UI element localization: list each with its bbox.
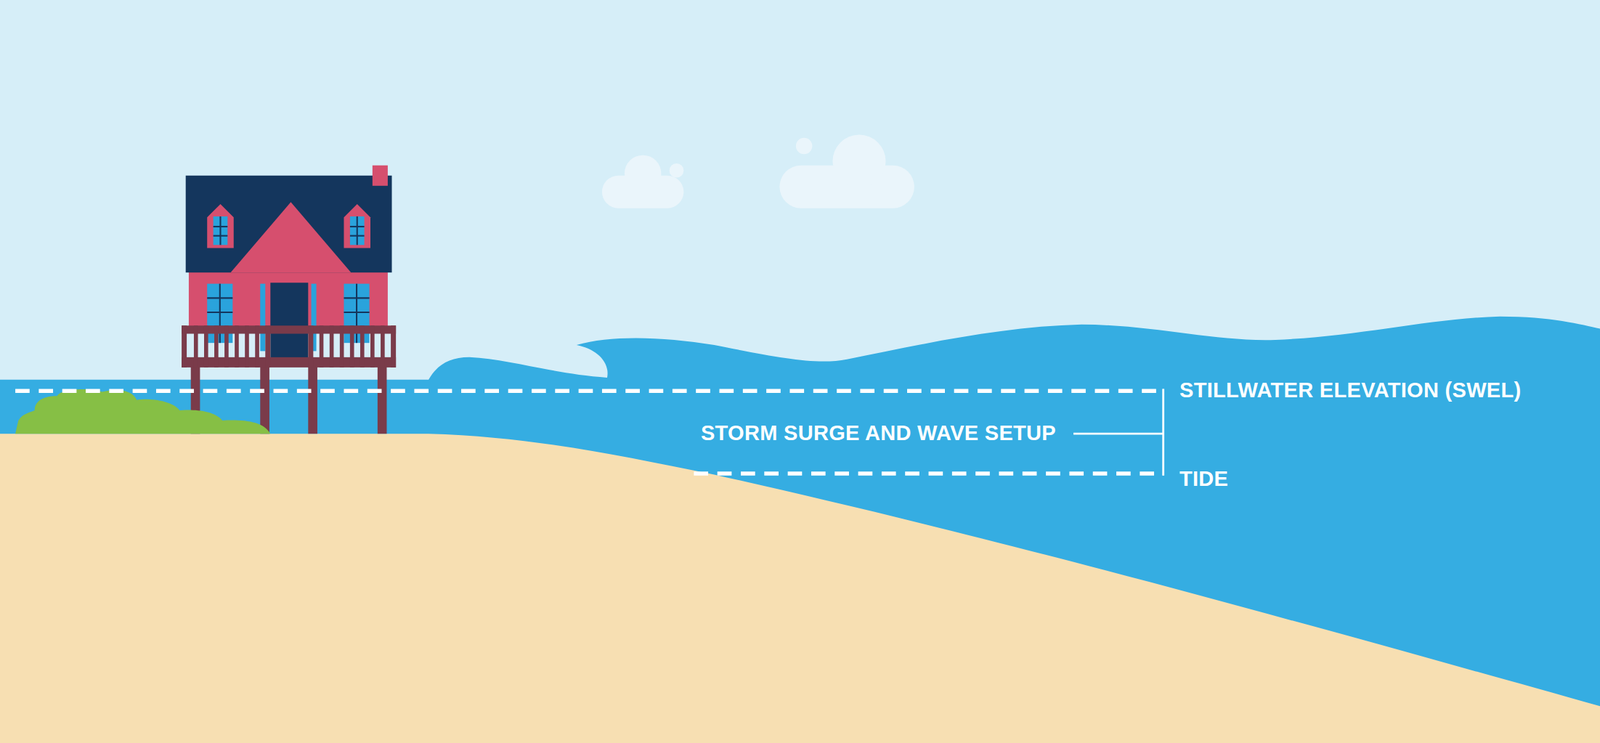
dormer xyxy=(206,204,234,248)
component-label: STORM SURGE AND WAVE SETUP xyxy=(700,421,1057,446)
shrub xyxy=(15,389,271,434)
sand-beach xyxy=(0,433,1600,743)
chimney xyxy=(372,165,388,186)
cloud xyxy=(779,135,914,209)
house-roof xyxy=(185,175,393,273)
house-door xyxy=(270,282,308,359)
beach-house xyxy=(181,165,396,435)
cloud xyxy=(602,155,684,209)
bracket xyxy=(1073,388,1164,475)
level-label: STILLWATER ELEVATION (SWEL) xyxy=(1179,379,1521,403)
house-gable xyxy=(230,201,352,273)
water-level-line xyxy=(15,390,1164,474)
level-label: TIDE xyxy=(1179,467,1229,491)
dormer xyxy=(343,204,371,248)
sea-water xyxy=(0,316,1600,743)
deck-railing xyxy=(181,325,396,368)
